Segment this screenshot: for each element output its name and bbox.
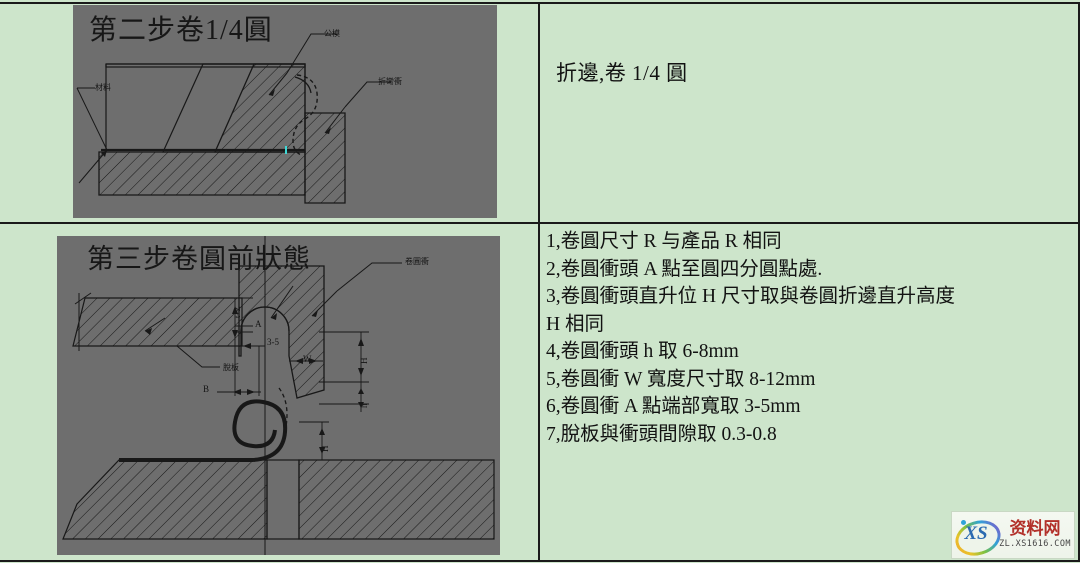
spec-line-7: 6,卷圓衝 A 點端部寬取 3-5mm (546, 396, 801, 417)
table-border-bottom (0, 560, 1080, 562)
diagram-step-three: 第三步卷圓前狀態 卷圓衝 脫板 A B W H h H 3-5 t+Z (57, 236, 500, 555)
dimension-label-h-lower: h (359, 403, 369, 409)
dimension-label-3-5: 3-5 (267, 337, 279, 347)
watermark-text-block: 资料网 ZL.XS1616.COM (998, 520, 1074, 550)
spec-line-3: 3,卷圓衝頭直升位 H 尺寸取與卷圓折邊直升高度 (546, 286, 955, 307)
watermark-site-name: 资料网 (1009, 519, 1061, 539)
table-border-top (0, 2, 1080, 4)
spec-line-8: 7,脫板與衝頭間隙取 0.3-0.8 (546, 423, 777, 445)
spec-line-5: 4,卷圓衝頭 h 取 6-8mm (546, 341, 739, 362)
dimension-label-w: W (303, 354, 312, 364)
dimension-label-h-upper: H (359, 357, 369, 365)
table-border-middle (0, 222, 1080, 224)
label-material-upper-die: 公模 (324, 29, 340, 38)
logo-dot-shape (961, 520, 966, 525)
step-three-specifications: 1,卷圓尺寸 R 与產品 R 相同 2,卷圓衝頭 A 點至圓四分圓點處. 3,卷… (546, 228, 1062, 448)
spec-line-6: 5,卷圓衝 W 寬度尺寸取 8-12mm (546, 368, 816, 390)
table-border-column (538, 2, 540, 562)
watermark-url: ZL.XS1616.COM (999, 539, 1071, 549)
watermark: XS 资料网 ZL.XS1616.COM (951, 511, 1075, 561)
label-curl-punch: 卷圓衝 (405, 257, 429, 266)
diagram-step-three-title: 第三步卷圓前狀態 (87, 244, 311, 274)
label-stripper-plate: 脫板 (223, 363, 239, 372)
table-border-right (1078, 2, 1080, 562)
diagram-step-two-drawing (76, 33, 391, 204)
label-bend-punch: 折彎衝 (378, 77, 402, 86)
label-material: 材料 (95, 83, 111, 92)
spec-line-4: H 相同 (546, 313, 604, 335)
dimension-label-tz: t+Z (233, 306, 242, 318)
spec-line-1: 1,卷圓尺寸 R 与產品 R 相同 (546, 231, 782, 252)
watermark-xs-logo-icon: XS (951, 515, 1005, 561)
diagram-step-three-drawing (62, 236, 495, 555)
spec-line-2: 2,卷圓衝頭 A 點至圓四分圓點處. (546, 258, 823, 280)
diagram-step-two: 第二步卷1/4圓 公模 折彎衝 材料 (73, 5, 497, 218)
logo-xs-text: XS (964, 523, 988, 544)
step-two-description: 折邊,卷 1/4 圓 (556, 61, 688, 85)
diagram-step-two-title: 第二步卷1/4圓 (89, 15, 273, 46)
dimension-label-b: B (203, 384, 210, 394)
dimension-label-h-curl: H (320, 445, 330, 453)
dimension-label-a: A (255, 319, 262, 329)
